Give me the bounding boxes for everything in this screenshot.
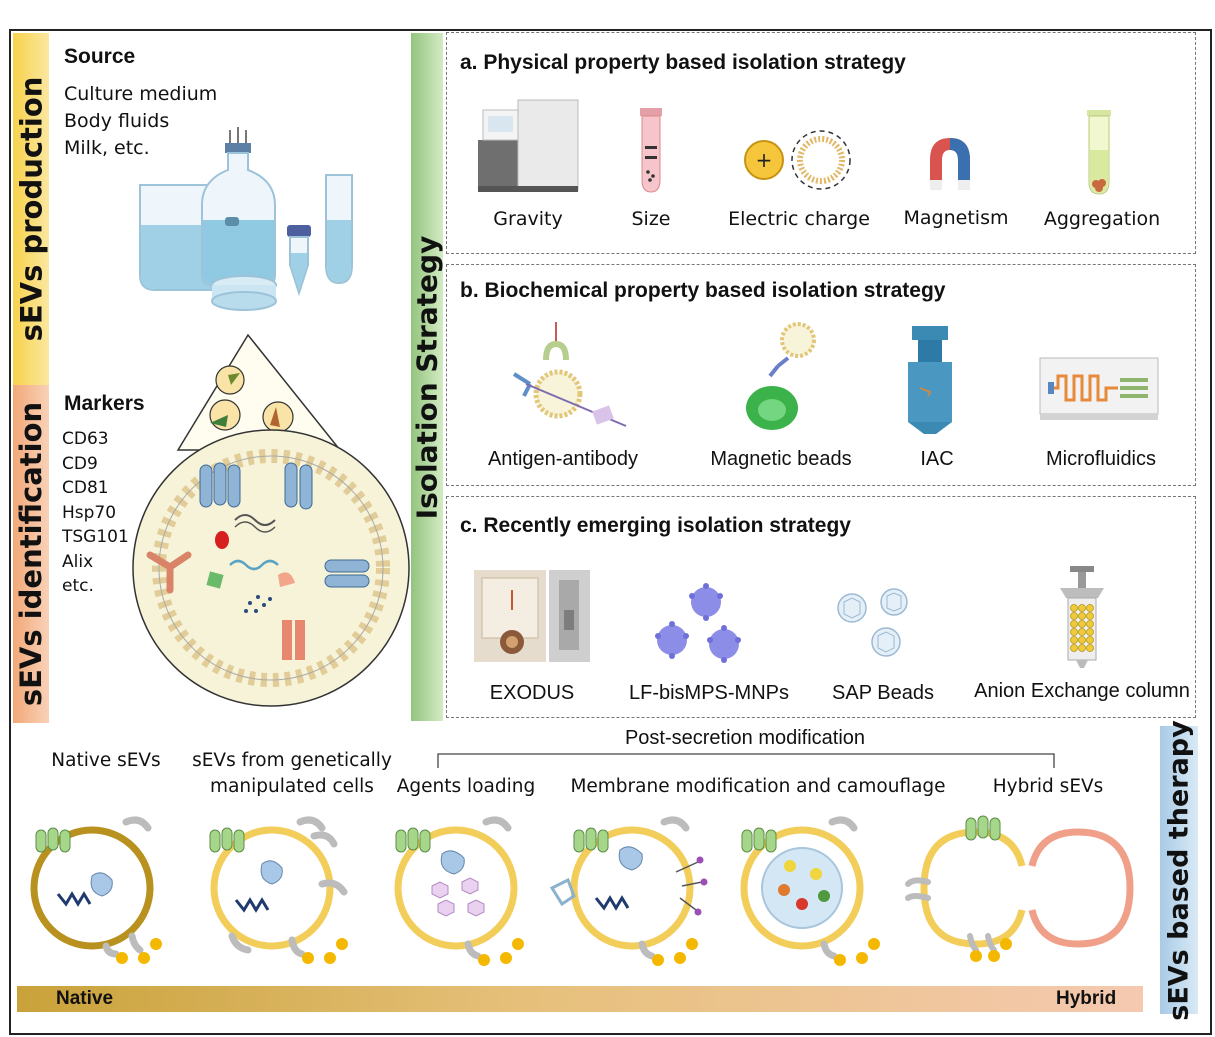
physical-item-label: Electric charge [728, 208, 870, 230]
figure-frame [9, 29, 1212, 1035]
microfluidics-chip-icon [1039, 357, 1159, 420]
therapy-label: sEVs based therapy [1163, 719, 1195, 1021]
biochemical-item-label: Microfluidics [1045, 448, 1157, 470]
camouflaged-sev-icon [740, 816, 880, 966]
emerging-strategy-title: c. Recently emerging isolation strategy [460, 514, 851, 537]
iac-column-icon [908, 326, 952, 434]
size-tube-icon [640, 108, 662, 193]
therapy-type-label: manipulated cells [210, 776, 374, 797]
production-label: sEVs production [14, 76, 49, 342]
hybrid-sev-icon [905, 815, 1134, 962]
biochemical-strategy-box [446, 264, 1196, 486]
biochemical-item-label: Magnetic beads [710, 448, 852, 470]
biochemical-item-label: Antigen-antibody [487, 448, 639, 470]
source-item: Culture medium [64, 83, 218, 105]
sev-structure-illustration [132, 333, 410, 707]
physical-item-label: Aggregation [1043, 208, 1161, 230]
post-secretion-bracket [437, 753, 1055, 768]
identification-bar: sEVs identification [13, 385, 49, 723]
exodus-device-photo [474, 570, 590, 662]
markers-list: CD63 CD9 CD81 Hsp70 TSG101 Alix etc. [62, 427, 129, 599]
native-sev-icon [30, 816, 162, 964]
post-secretion-label: Post-secretion modification [624, 727, 866, 749]
production-bar: sEVs production [13, 33, 49, 385]
marker-item: CD9 [62, 453, 98, 474]
source-item: Body fluids [64, 110, 170, 132]
anion-exchange-column-icon [1060, 566, 1104, 668]
magnetic-beads-icon [746, 322, 816, 430]
physical-strategy-box [446, 32, 1196, 254]
emerging-item-label: LF-bisMPS-MNPs [628, 682, 789, 704]
physical-strategy-title: a. Physical property based isolation str… [460, 51, 906, 74]
antigen-antibody-icon [512, 322, 627, 427]
identification-label: sEVs identification [14, 401, 49, 707]
electric-charge-icon: + [744, 130, 851, 190]
marker-item: etc. [62, 576, 94, 596]
physical-item-label: Gravity [493, 208, 563, 230]
source-list: Culture medium Body fluids Milk, etc. [64, 81, 217, 162]
isolation-label: Isolation Strategy [410, 235, 444, 519]
genetic-sev-icon [209, 816, 348, 964]
svg-text:+: + [756, 148, 773, 172]
gradient-left-label: Native [56, 988, 114, 1009]
therapy-type-label: Agents loading [396, 776, 536, 797]
emerging-strategy-box [446, 496, 1196, 718]
isolation-bar: Isolation Strategy [410, 33, 444, 721]
source-title: Source [64, 45, 136, 68]
biochemical-item-label: IAC [920, 448, 954, 470]
biochemical-strategy-title: b. Biochemical property based isolation … [460, 279, 946, 302]
marker-item: TSG101 [62, 527, 129, 547]
source-item: Milk, etc. [64, 137, 150, 159]
emerging-item-label: EXODUS [489, 682, 575, 704]
marker-item: Hsp70 [62, 502, 117, 523]
gradient-right-label: Hybrid [1056, 988, 1117, 1009]
aggregation-tube-icon [1087, 110, 1111, 195]
marker-item: CD63 [62, 429, 109, 449]
physical-item-label: Magnetism [903, 207, 1009, 229]
therapy-type-label: Membrane modification and camouflage [570, 776, 946, 797]
sap-beads-icon [837, 588, 908, 657]
agents-loading-sev-icon [394, 816, 524, 966]
markers-title: Markers [64, 392, 145, 415]
marker-item: Alix [62, 551, 94, 572]
physical-item-label: Size [631, 208, 671, 230]
therapy-bar: sEVs based therapy [1160, 720, 1198, 1020]
nanoparticles-icon [655, 583, 741, 663]
centrifuge-icon [478, 99, 579, 192]
marker-item: CD81 [62, 478, 109, 498]
therapy-type-label: Hybrid sEVs [992, 776, 1104, 797]
emerging-item-label: SAP Beads [832, 682, 934, 704]
native-hybrid-gradient [17, 986, 1143, 1012]
membrane-modified-sev-icon [549, 816, 708, 966]
therapy-type-label: sEVs from genetically [192, 750, 392, 771]
magnet-icon [930, 138, 970, 190]
lab-glassware-illustration [139, 127, 353, 311]
therapy-type-label: Native sEVs [51, 750, 161, 771]
emerging-item-label: Anion Exchange column [974, 680, 1190, 702]
